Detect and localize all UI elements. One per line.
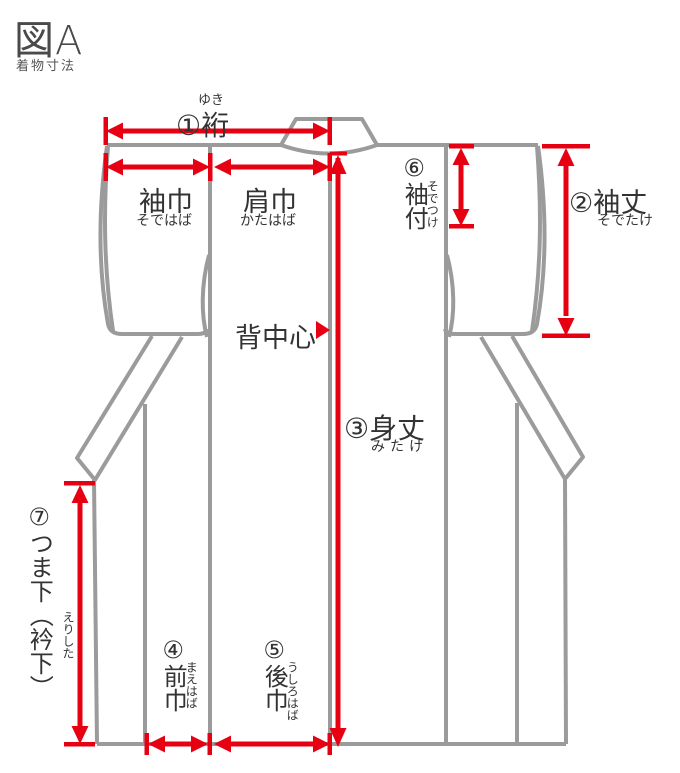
figure-subtitle: 着物寸法 xyxy=(16,59,77,74)
measure-arrow-sodehaba xyxy=(103,153,213,181)
mitake-furigana: みたけ xyxy=(371,439,428,455)
left-front-edge xyxy=(92,479,99,745)
sodetsuke-label: ⑥袖付 xyxy=(400,154,429,230)
ushirohaba-label-group: ⑤後巾 うしろはば xyxy=(260,636,300,721)
sodehaba-furigana: そではば xyxy=(136,213,192,229)
measure-arrow-sodetsuke xyxy=(449,144,474,229)
mitake-label: ③身丈 xyxy=(344,412,426,445)
sodetake-label: ②袖丈 xyxy=(569,188,648,219)
measure-arrow-katahaba xyxy=(214,153,332,181)
right-sleeve-opening xyxy=(445,254,456,338)
right-sleeve-fold xyxy=(530,145,542,332)
sechushin-label: 背中心 xyxy=(235,323,316,354)
sodetsuke-furigana: そでつけ xyxy=(425,180,440,228)
tsumashita-label: ⑦つま下（衿下） xyxy=(25,503,54,699)
tsumashita-furigana: えりした xyxy=(61,611,75,659)
sodetsuke-label-group: ⑥袖付 そでつけ xyxy=(400,154,440,230)
yuki-furigana: ゆき xyxy=(198,93,225,108)
figure-id: 図A xyxy=(14,18,84,64)
sodetake-furigana: そでたけ xyxy=(597,213,653,229)
left-sleeve-opening xyxy=(200,254,211,338)
sodehaba-label: 袖巾 xyxy=(139,187,193,218)
neckline-curve xyxy=(280,143,378,156)
measure-arrow-yuki xyxy=(103,117,332,145)
measure-arrow-sodetake xyxy=(542,144,590,338)
ushirohaba-label: ⑤後巾 xyxy=(260,636,289,712)
katahaba-label: 肩巾 xyxy=(243,187,297,218)
measure-arrow-maehaba xyxy=(144,733,212,755)
maehaba-furigana: まえはば xyxy=(184,661,199,709)
measure-arrow-ushirohaba xyxy=(214,733,332,755)
left-collar-strip xyxy=(75,334,184,482)
measure-arrow-mitake xyxy=(329,151,347,747)
yuki-label: ①裄 xyxy=(176,109,230,142)
maehaba-label: ④前巾 xyxy=(159,636,188,712)
back-center-pointer-icon xyxy=(316,321,330,339)
measurement-arrows xyxy=(64,117,590,755)
ushirohaba-furigana: うしろはば xyxy=(285,661,300,721)
left-sleeve-outline xyxy=(98,145,209,336)
right-collar-strip xyxy=(479,334,585,481)
measure-arrow-tsumashita xyxy=(64,481,95,747)
katahaba-furigana: かたはば xyxy=(240,213,296,229)
right-front-edge xyxy=(563,478,568,745)
maehaba-label-group: ④前巾 まえはば xyxy=(159,636,199,712)
